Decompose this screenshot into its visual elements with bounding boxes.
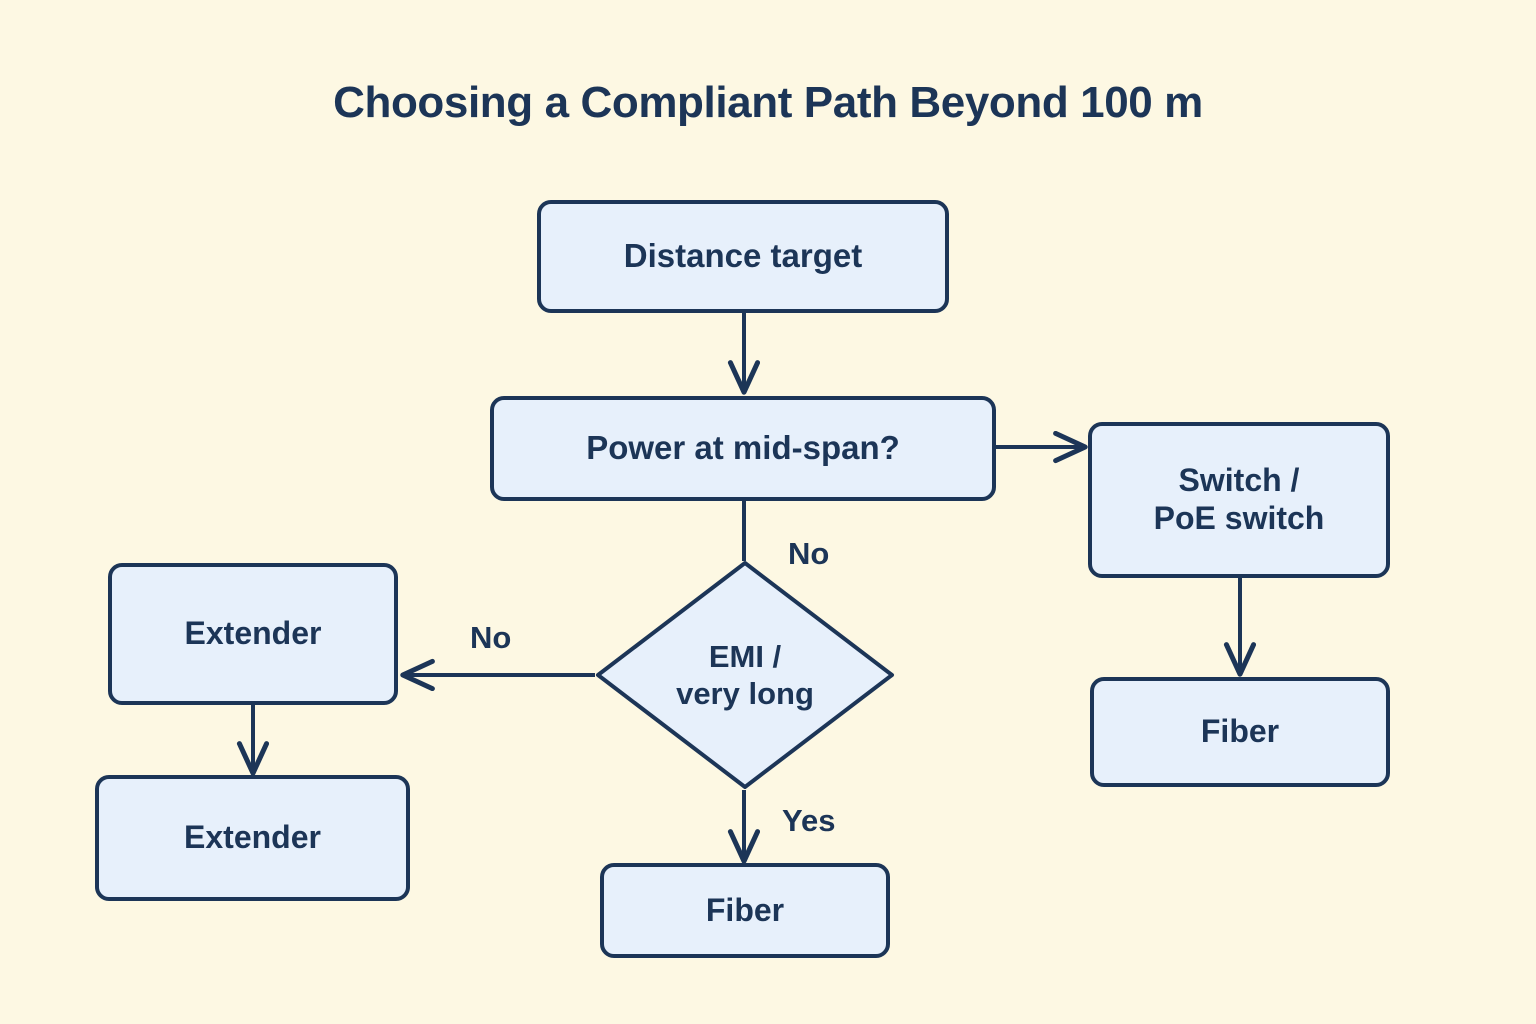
edge-label-no-left: No [470,620,512,655]
edge-label-no-down: No [788,536,830,571]
page-title: Choosing a Compliant Path Beyond 100 m [333,78,1203,127]
node-switch-poe-switch[interactable]: Switch / PoE switch [1088,422,1390,578]
node-power-at-mid-span[interactable]: Power at mid-span? [490,396,996,501]
node-emi-very-long[interactable]: EMI / very long [595,560,895,790]
diamond-shape [596,561,894,789]
node-extender-bottom[interactable]: Extender [95,775,410,901]
node-distance-target[interactable]: Distance target [537,200,949,313]
node-fiber-bottom[interactable]: Fiber [600,863,890,958]
node-fiber-right[interactable]: Fiber [1090,677,1390,787]
node-extender-top[interactable]: Extender [108,563,398,705]
node-emi-very-long-label: EMI / very long [676,638,814,711]
edge-label-yes-down: Yes [782,803,836,838]
